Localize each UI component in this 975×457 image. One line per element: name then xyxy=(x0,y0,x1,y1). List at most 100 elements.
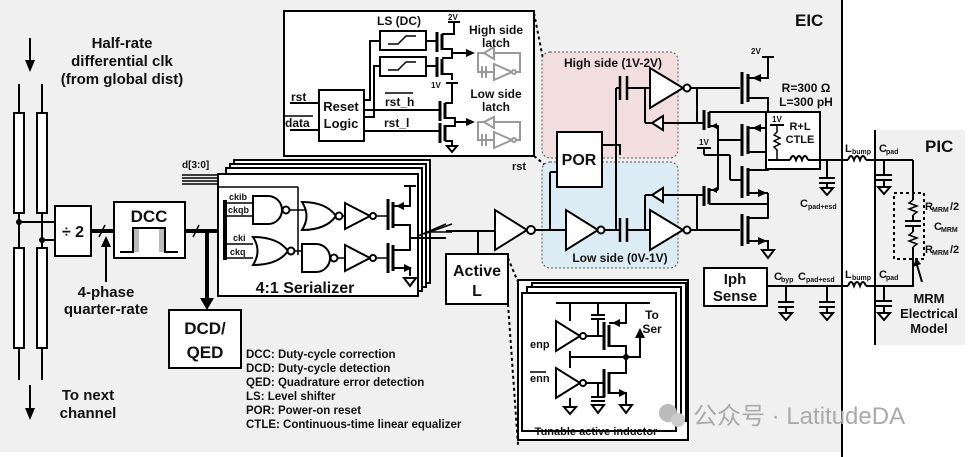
high-side-label: High side (1V-2V) xyxy=(564,56,662,70)
svg-text:pad+esd: pad+esd xyxy=(806,277,835,284)
active-inductor-block: Active L xyxy=(445,253,509,305)
svg-text:R: R xyxy=(925,244,933,256)
abbreviation-legend: DCC: Duty-cycle correction DCD: Duty-cyc… xyxy=(246,349,462,431)
svg-text:To next: To next xyxy=(62,387,114,404)
to-ser-arrow-icon xyxy=(635,328,645,338)
svg-text:2V: 2V xyxy=(448,13,458,22)
iph-sense-block: Iph Sense C byp C pad+esd xyxy=(703,267,848,322)
ground-icon xyxy=(818,312,836,322)
watermark: 公众号 · LatitudeDA xyxy=(659,403,905,430)
inverter-icon xyxy=(649,208,685,252)
svg-text:公众号 · LatitudeDA: 公众号 · LatitudeDA xyxy=(693,403,905,430)
svg-text:latch: latch xyxy=(482,100,510,114)
inverter-icon xyxy=(565,208,600,252)
ground-icon xyxy=(875,186,893,196)
legend-item: CTLE: Continuous-time linear equalizer xyxy=(246,419,462,431)
ctle-block: R=300 Ω L=300 pH 1V R+L CTLE C pad+esd xyxy=(765,81,848,211)
ground-icon xyxy=(561,406,579,416)
svg-text:Model: Model xyxy=(910,321,948,336)
bottom-interconnect: L bump C pad xyxy=(845,269,913,322)
legend-item: POR: Power-on reset xyxy=(246,405,361,417)
svg-text:rst: rst xyxy=(291,90,306,104)
svg-text:pad: pad xyxy=(886,149,898,156)
svg-text:Tunable active inductor: Tunable active inductor xyxy=(535,426,658,438)
inductor-icon xyxy=(847,155,867,163)
svg-text:Reset: Reset xyxy=(323,99,359,114)
ground-icon xyxy=(402,277,418,288)
svg-text:MRM: MRM xyxy=(932,207,949,214)
svg-text:Low side: Low side xyxy=(470,87,522,101)
svg-text:C: C xyxy=(774,271,782,283)
inverter-icon xyxy=(555,319,582,353)
ls-dc-label: LS (DC) xyxy=(377,14,421,28)
svg-text:MRM: MRM xyxy=(941,227,958,234)
svg-text:R=300 Ω: R=300 Ω xyxy=(782,81,831,95)
ground-icon xyxy=(777,312,795,322)
ground-icon xyxy=(760,249,776,260)
svg-text:rst_h: rst_h xyxy=(385,95,414,109)
svg-text:C: C xyxy=(879,269,887,281)
svg-text:QED: QED xyxy=(187,343,224,362)
por-block: POR xyxy=(556,131,603,188)
svg-text:/2: /2 xyxy=(950,201,959,213)
svg-text:1V: 1V xyxy=(772,115,782,124)
dcd-arrow-icon xyxy=(200,298,214,310)
svg-text:C: C xyxy=(800,198,808,210)
svg-text:ckqb: ckqb xyxy=(228,205,250,215)
four-phase-arrow-icon xyxy=(101,236,111,282)
data-bus-label: d[3:0] xyxy=(182,160,209,171)
svg-text:L: L xyxy=(845,269,852,281)
driver-circuit: rst POR xyxy=(512,47,780,260)
svg-text:data: data xyxy=(285,116,310,130)
eic-label: EIC xyxy=(795,11,823,30)
clock-input-arrow-icon xyxy=(25,38,35,72)
svg-text:ckib: ckib xyxy=(229,192,248,202)
nand-gate-icon xyxy=(252,195,283,225)
inverter-icon xyxy=(649,66,685,110)
svg-text:enp: enp xyxy=(530,339,550,351)
level-shifter-icon xyxy=(379,30,427,51)
legend-item: QED: Quadrature error detection xyxy=(246,377,424,389)
nand-gate-icon xyxy=(301,243,331,273)
svg-text:rst_l: rst_l xyxy=(384,116,409,130)
svg-text:C: C xyxy=(934,221,942,233)
svg-text:L: L xyxy=(845,143,852,155)
reset-logic-inset: rst data Reset Logic LS (DC) rst_h rst_l xyxy=(283,10,535,157)
svg-text:C: C xyxy=(879,143,887,155)
level-shifter-icon xyxy=(379,56,427,77)
svg-text:DCC: DCC xyxy=(131,207,168,226)
legend-item: DCC: Duty-cycle correction xyxy=(246,349,396,361)
svg-text:Ser: Ser xyxy=(642,322,662,336)
svg-text:High side: High side xyxy=(469,23,523,37)
svg-text:quarter-rate: quarter-rate xyxy=(64,301,148,318)
ground-icon xyxy=(590,404,606,415)
svg-text:1V: 1V xyxy=(431,81,441,90)
next-channel-label: To next channel xyxy=(60,387,117,422)
low-side-label: Low side (0V-1V) xyxy=(572,251,667,265)
pic-label: PIC xyxy=(925,137,953,156)
svg-text:Sense: Sense xyxy=(713,288,757,305)
ground-icon xyxy=(618,404,634,415)
svg-text:2V: 2V xyxy=(751,47,761,56)
svg-text:ckq: ckq xyxy=(230,247,246,257)
svg-text:Active: Active xyxy=(453,263,501,280)
svg-text:channel: channel xyxy=(60,405,117,422)
svg-text:R+L: R+L xyxy=(789,121,810,133)
serializer-label: 4:1 Serializer xyxy=(256,280,355,297)
svg-text:R: R xyxy=(925,201,933,213)
svg-text:Logic: Logic xyxy=(324,116,359,131)
nor-gate-icon xyxy=(251,235,290,267)
svg-text:cki: cki xyxy=(233,233,246,243)
svg-text:Electrical: Electrical xyxy=(900,306,958,321)
clock-distribution-lines xyxy=(13,84,55,380)
svg-text:differential clk: differential clk xyxy=(71,53,173,70)
svg-text:pad: pad xyxy=(886,275,898,282)
svg-text:byp: byp xyxy=(781,277,793,284)
svg-text:4-phase: 4-phase xyxy=(78,284,135,301)
mrm-pointer-arrow-icon xyxy=(913,258,921,267)
reset-logic-block: Reset Logic xyxy=(318,89,365,142)
svg-text:(from global dist): (from global dist) xyxy=(61,71,184,88)
svg-text:Iph: Iph xyxy=(724,271,747,288)
mrm-model: R MRM /2 C MRM R MRM /2 MRM Electrical M… xyxy=(893,160,959,336)
